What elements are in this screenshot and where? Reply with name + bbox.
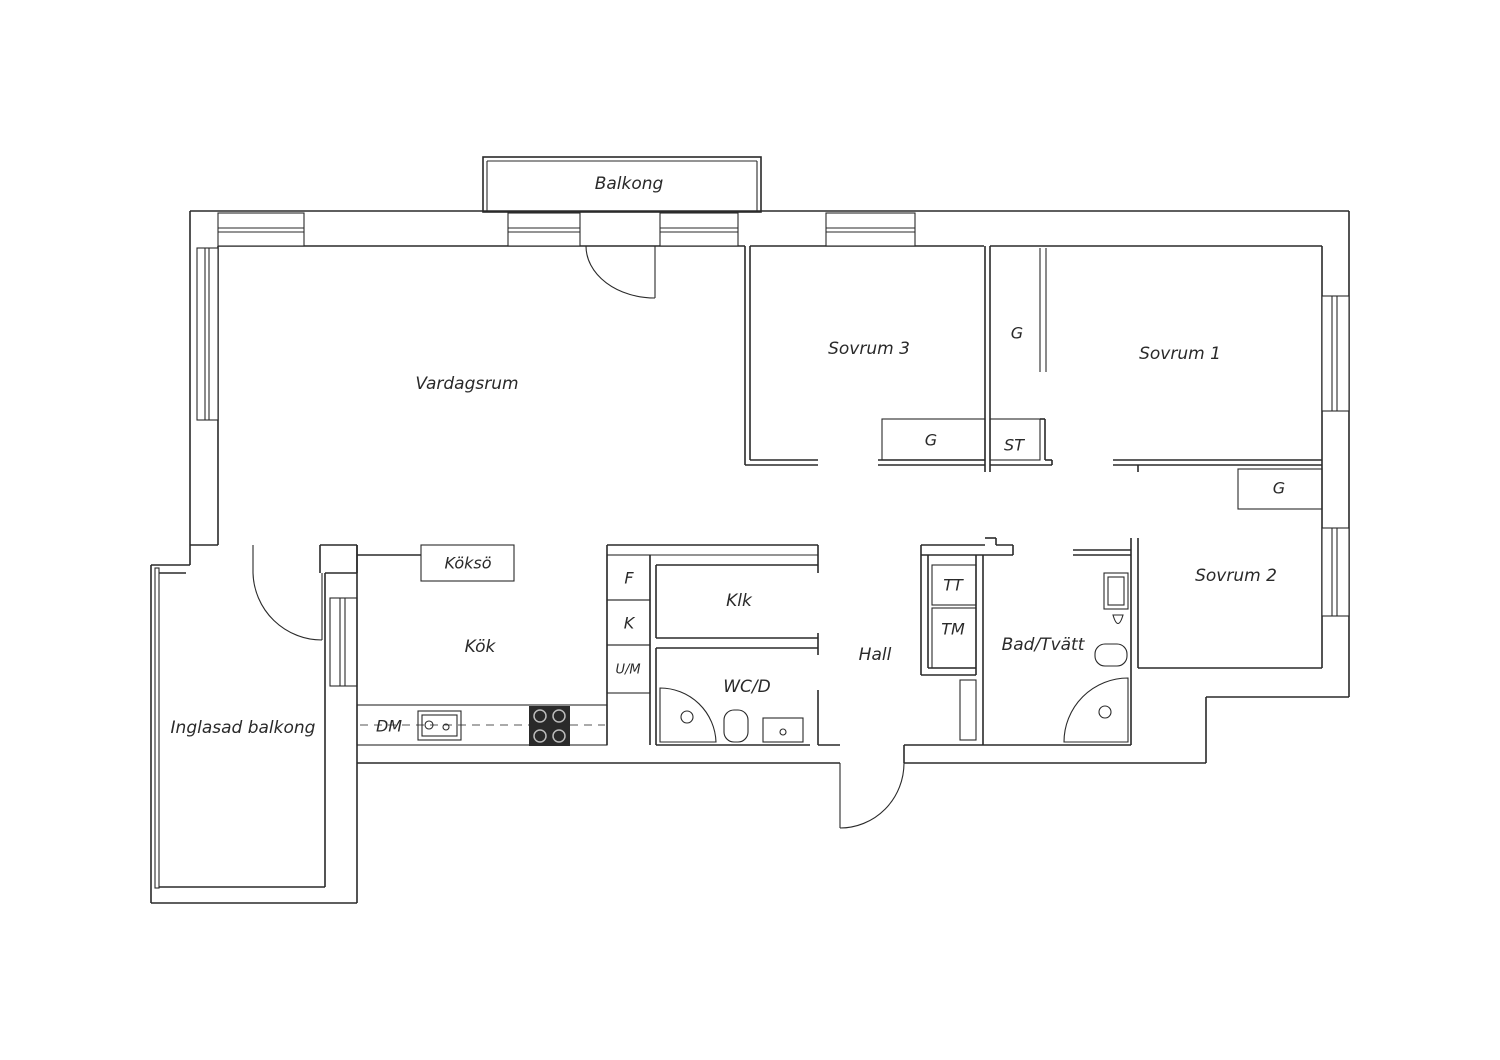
bedroom3-walls (744, 246, 991, 472)
label-g-wardrobe-3: G (1273, 479, 1285, 498)
label-vardagsrum: Vardagsrum (415, 374, 518, 394)
label-hall: Hall (859, 645, 892, 665)
fixture-labels: G G G ST TT TM F K U/M DM Köksö (376, 324, 1285, 736)
bedroom2-walls (1130, 468, 1323, 669)
windows-top (217, 212, 916, 247)
label-inglasad-balkong: Inglasad balkong (171, 718, 316, 738)
label-kokso: Köksö (444, 554, 491, 573)
label-tm: TM (941, 620, 965, 639)
label-sovrum3: Sovrum 3 (828, 339, 910, 359)
label-st: ST (1004, 436, 1025, 455)
label-kok: Kök (465, 637, 497, 657)
label-f: F (624, 569, 634, 588)
label-sovrum2: Sovrum 2 (1195, 566, 1277, 586)
label-g-wardrobe-1: G (1011, 324, 1023, 343)
balcony-top (482, 156, 762, 213)
label-klk: Klk (726, 591, 753, 611)
label-sovrum1: Sovrum 1 (1139, 344, 1221, 364)
label-dm: DM (376, 717, 402, 736)
label-k: K (624, 614, 636, 633)
storage-walls (606, 544, 819, 745)
label-badtvatt: Bad/Tvätt (1002, 635, 1086, 655)
label-g-wardrobe-2: G (925, 431, 937, 450)
label-balkong: Balkong (595, 174, 664, 194)
label-tt: TT (943, 576, 964, 595)
glazed-balcony (154, 545, 358, 889)
stove-icon (529, 706, 570, 746)
windows-right (1321, 295, 1350, 617)
label-wcd: WC/D (723, 677, 771, 697)
room-labels: Balkong Vardagsrum Sovrum 3 Sovrum 1 Sov… (171, 174, 1277, 738)
sink-icon (417, 710, 462, 741)
bedroom1-walls (989, 248, 1322, 472)
bathroom-walls (903, 537, 1132, 763)
balcony-door (585, 245, 656, 299)
entrance-door (839, 762, 905, 829)
label-um: U/M (615, 663, 640, 678)
wc-walls (655, 648, 840, 746)
windows-left (196, 247, 358, 687)
